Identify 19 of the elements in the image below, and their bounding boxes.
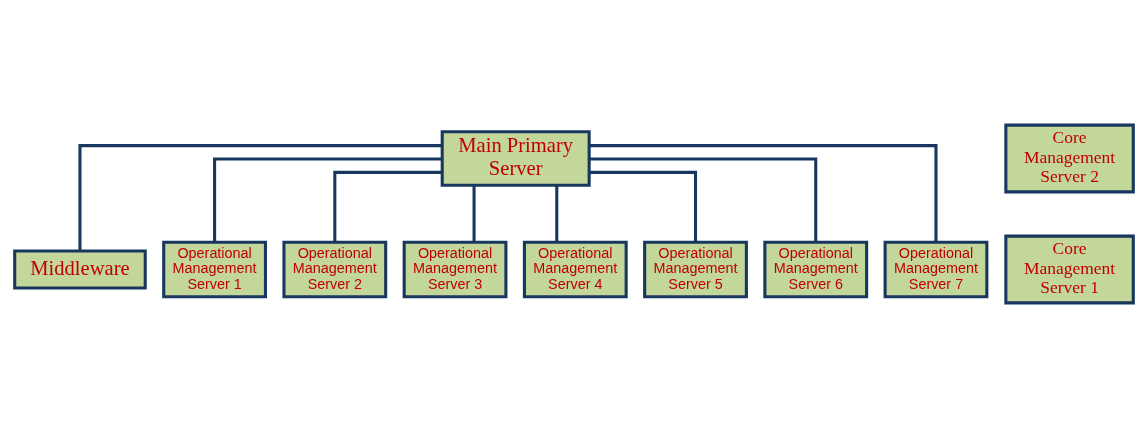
- node-box: Core Management Server 2: [1004, 123, 1135, 193]
- node-box: Core Management Server 1: [1004, 234, 1135, 304]
- connector: [333, 170, 443, 242]
- node-box: Operational Management Server 1: [162, 240, 267, 298]
- node-box: Middleware: [13, 248, 147, 290]
- node-box: Operational Management Server 2: [282, 240, 388, 298]
- connector: [213, 157, 442, 242]
- node-box: Operational Management Server 6: [763, 240, 869, 298]
- connector: [589, 157, 818, 242]
- connector: [589, 170, 698, 242]
- connector: [555, 184, 559, 242]
- node-box: Main Primary Server: [440, 129, 591, 187]
- node-box: Operational Management Server 5: [643, 240, 748, 298]
- connector: [589, 143, 938, 242]
- node-box: Operational Management Server 3: [402, 240, 508, 298]
- connector: [472, 184, 476, 242]
- node-box: Operational Management Server 7: [883, 240, 989, 298]
- node-box: Operational Management Server 4: [522, 240, 628, 298]
- connector: [78, 143, 442, 251]
